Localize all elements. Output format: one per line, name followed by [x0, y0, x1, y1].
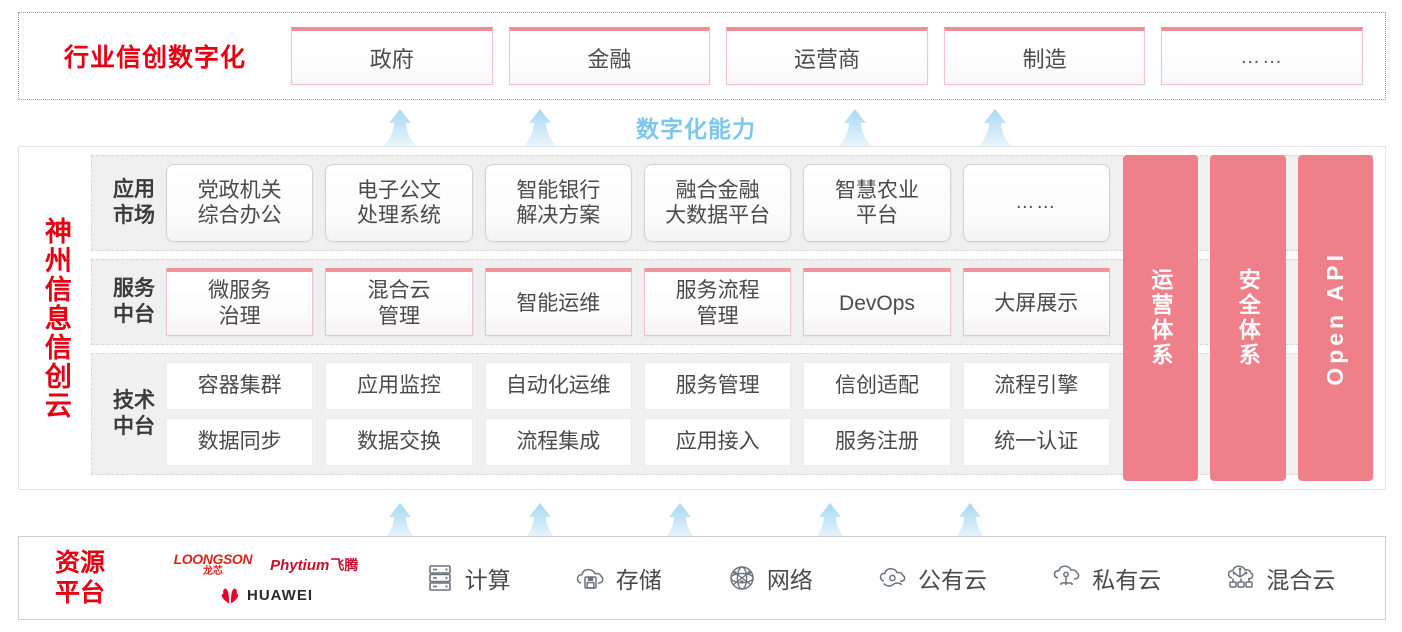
app-box-edoc-system[interactable]: 电子公文处理系统 — [325, 164, 473, 242]
tier-label-app-market: 应用 市场 — [113, 178, 155, 227]
pillar-label-security: 安全体系 — [1235, 268, 1261, 368]
cloud-storage-icon — [574, 561, 608, 595]
pillar-operations-system[interactable]: 运营体系 — [1123, 155, 1199, 481]
vendor-logo-row-2: HUAWEI — [219, 586, 313, 604]
resource-item-label: 混合云 — [1266, 567, 1336, 593]
industry-box-list: 政府 金融 运营商 制造 …… — [291, 13, 1385, 99]
industry-band-title: 行业信创数字化 — [63, 44, 246, 72]
vendor-logo-group: LOONGSON 龙芯 Phytium 飞腾 — [141, 552, 391, 604]
tech-box-data-exchange[interactable]: 数据交换 — [325, 418, 473, 466]
loongson-logo: LOONGSON 龙芯 — [173, 551, 253, 577]
industry-band: 行业信创数字化 政府 金融 运营商 制造 …… — [18, 12, 1386, 100]
up-arrow-icon — [518, 502, 562, 542]
tech-box-data-sync[interactable]: 数据同步 — [166, 418, 314, 466]
resource-platform-title: 资源 平台 — [54, 548, 105, 608]
tech-box-app-access[interactable]: 应用接入 — [643, 418, 792, 466]
resource-item-label: 计算 — [464, 567, 511, 593]
tech-box-service-mgmt[interactable]: 服务管理 — [643, 362, 792, 410]
tech-platform-row-2: 数据同步 数据交换 流程集成 应用接入 服务注册 统一认证 — [166, 418, 1110, 466]
tech-box-xinchuang-adaptation[interactable]: 信创适配 — [803, 362, 951, 410]
up-arrow-icon — [833, 108, 877, 148]
pillar-open-api[interactable]: Open API — [1297, 155, 1373, 481]
vendor-logo-row-1: LOONGSON 龙芯 Phytium 飞腾 — [174, 552, 359, 577]
pillar-group: 运营体系 安全体系 Open API — [1123, 155, 1373, 481]
industry-box-manufacturing[interactable]: 制造 — [943, 27, 1146, 85]
phytium-logo-text: Phytium — [270, 556, 330, 574]
up-arrow-icon — [973, 108, 1017, 148]
resource-item-public-cloud[interactable]: 公有云 — [876, 561, 987, 595]
up-arrow-icon — [378, 108, 422, 148]
cloud-platform-panel: 神州信息信创云 应用 市场 党政机关综合办公 电子公文处理系统 智能银行 — [18, 146, 1386, 490]
app-box-finance-bigdata[interactable]: 融合金融大数据平台 — [643, 164, 792, 242]
resource-item-label: 公有云 — [918, 567, 988, 593]
resource-item-hybrid-cloud[interactable]: 混合云 — [1224, 561, 1335, 595]
up-arrow-icon — [378, 502, 422, 542]
tier-label-service-platform: 服务 中台 — [113, 277, 155, 326]
network-icon — [725, 561, 759, 595]
cloud-tier-stack: 应用 市场 党政机关综合办公 电子公文处理系统 智能银行解决方案 融合金融大数据… — [91, 147, 1385, 489]
service-platform-box-list: 微服务治理 混合云管理 智能运维 服务流程管理 DevOps 大屏展示 — [166, 260, 1110, 344]
industry-box-finance[interactable]: 金融 — [508, 27, 711, 85]
resource-platform-band: 资源 平台 LOONGSON 龙芯 Phytium 飞腾 — [18, 536, 1386, 620]
tech-box-app-monitoring[interactable]: 应用监控 — [325, 362, 473, 410]
tech-box-container-cluster[interactable]: 容器集群 — [166, 362, 314, 410]
resource-item-label: 网络 — [766, 567, 813, 593]
resource-arrow-strip-bottom — [0, 490, 1402, 542]
resource-item-storage[interactable]: 存储 — [574, 561, 662, 595]
app-box-smart-agriculture[interactable]: 智慧农业平台 — [803, 164, 951, 242]
svc-box-intelligent-ops[interactable]: 智能运维 — [484, 268, 632, 336]
huawei-logo-text: HUAWEI — [247, 586, 313, 604]
svc-box-service-process-mgmt[interactable]: 服务流程管理 — [643, 268, 792, 336]
up-arrow-icon — [518, 108, 562, 148]
loongson-logo-text: LOONGSON — [173, 551, 253, 567]
tech-box-process-engine[interactable]: 流程引擎 — [962, 362, 1110, 410]
up-arrow-icon — [948, 502, 992, 542]
pillar-label-operations: 运营体系 — [1148, 268, 1174, 368]
svc-box-dashboard[interactable]: 大屏展示 — [962, 268, 1110, 336]
industry-box-government[interactable]: 政府 — [291, 27, 493, 85]
app-box-smart-bank[interactable]: 智能银行解决方案 — [484, 164, 632, 242]
capability-label: 数字化能力 — [636, 116, 756, 142]
tech-box-unified-auth[interactable]: 统一认证 — [962, 418, 1110, 466]
tech-box-service-registry[interactable]: 服务注册 — [803, 418, 951, 466]
cloud-brand-label: 神州信息信创云 — [40, 216, 71, 420]
app-box-gov-office[interactable]: 党政机关综合办公 — [166, 164, 314, 242]
svc-box-hybrid-cloud-mgmt[interactable]: 混合云管理 — [325, 268, 473, 336]
phytium-logo: Phytium 飞腾 — [270, 555, 358, 575]
pillar-label-open-api: Open API — [1321, 250, 1348, 386]
pillar-security-system[interactable]: 安全体系 — [1210, 155, 1286, 481]
tech-platform-box-grid: 容器集群 应用监控 自动化运维 服务管理 信创适配 流程引擎 数据同步 数据交换… — [166, 354, 1110, 474]
resource-item-compute[interactable]: 计算 — [423, 561, 511, 595]
loongson-logo-cn: 龙芯 — [202, 566, 223, 577]
tech-box-automated-ops[interactable]: 自动化运维 — [484, 362, 632, 410]
hybrid-cloud-icon — [1224, 561, 1258, 595]
huawei-flower-icon — [219, 586, 241, 604]
app-market-box-list: 党政机关综合办公 电子公文处理系统 智能银行解决方案 融合金融大数据平台 智慧农… — [166, 156, 1110, 250]
tech-box-process-integration[interactable]: 流程集成 — [484, 418, 632, 466]
svc-box-microservice-governance[interactable]: 微服务治理 — [166, 268, 314, 336]
industry-box-operator[interactable]: 运营商 — [726, 27, 928, 85]
resource-item-private-cloud[interactable]: 私有云 — [1050, 561, 1161, 595]
resource-item-label: 私有云 — [1092, 567, 1162, 593]
resource-item-list: 计算 存储 — [391, 561, 1385, 595]
public-cloud-icon — [876, 561, 910, 595]
up-arrow-icon — [658, 502, 702, 542]
phytium-logo-cn: 飞腾 — [330, 556, 359, 573]
tier-label-tech-platform: 技术 中台 — [113, 389, 155, 438]
huawei-logo: HUAWEI — [219, 586, 313, 604]
server-icon — [423, 561, 457, 595]
app-box-more[interactable]: …… — [962, 164, 1110, 242]
private-cloud-icon — [1050, 561, 1084, 595]
resource-item-label: 存储 — [615, 567, 662, 593]
industry-box-more[interactable]: …… — [1161, 27, 1363, 85]
svc-box-devops[interactable]: DevOps — [803, 268, 951, 336]
tech-platform-row-1: 容器集群 应用监控 自动化运维 服务管理 信创适配 流程引擎 — [166, 362, 1110, 410]
capability-arrow-strip-top: 数字化能力 — [0, 104, 1402, 148]
cloud-brand: 神州信息信创云 — [19, 147, 91, 489]
up-arrow-icon — [808, 502, 852, 542]
resource-item-network[interactable]: 网络 — [725, 561, 813, 595]
